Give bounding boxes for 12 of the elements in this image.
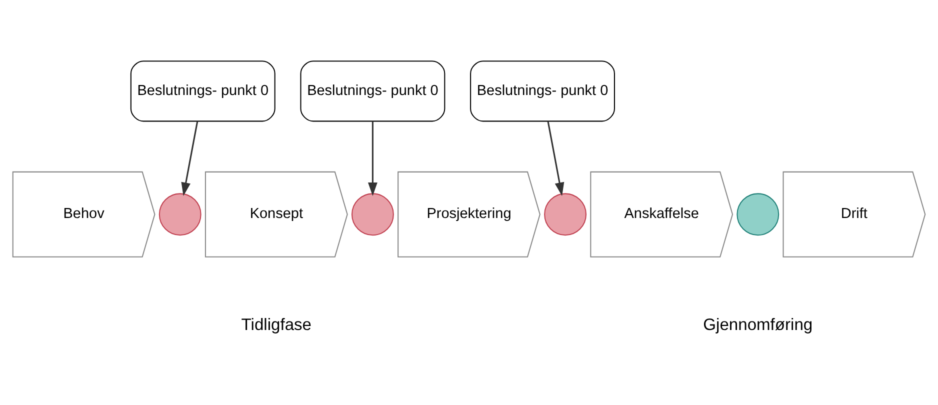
node-box: Beslutnings- punkt 0 [470, 60, 615, 122]
node-circle [544, 192, 587, 236]
label: Gjennomføring [703, 314, 813, 334]
node-circle [736, 192, 780, 236]
arrow [181, 120, 198, 196]
label: Tidligfase [241, 314, 312, 334]
node-circle [351, 192, 394, 236]
node-box: Beslutnings- punkt 0 [130, 60, 276, 122]
arrow [547, 120, 564, 196]
node-circle [158, 192, 202, 236]
arrow [368, 120, 378, 196]
node-box: Beslutnings- punkt 0 [300, 60, 446, 122]
